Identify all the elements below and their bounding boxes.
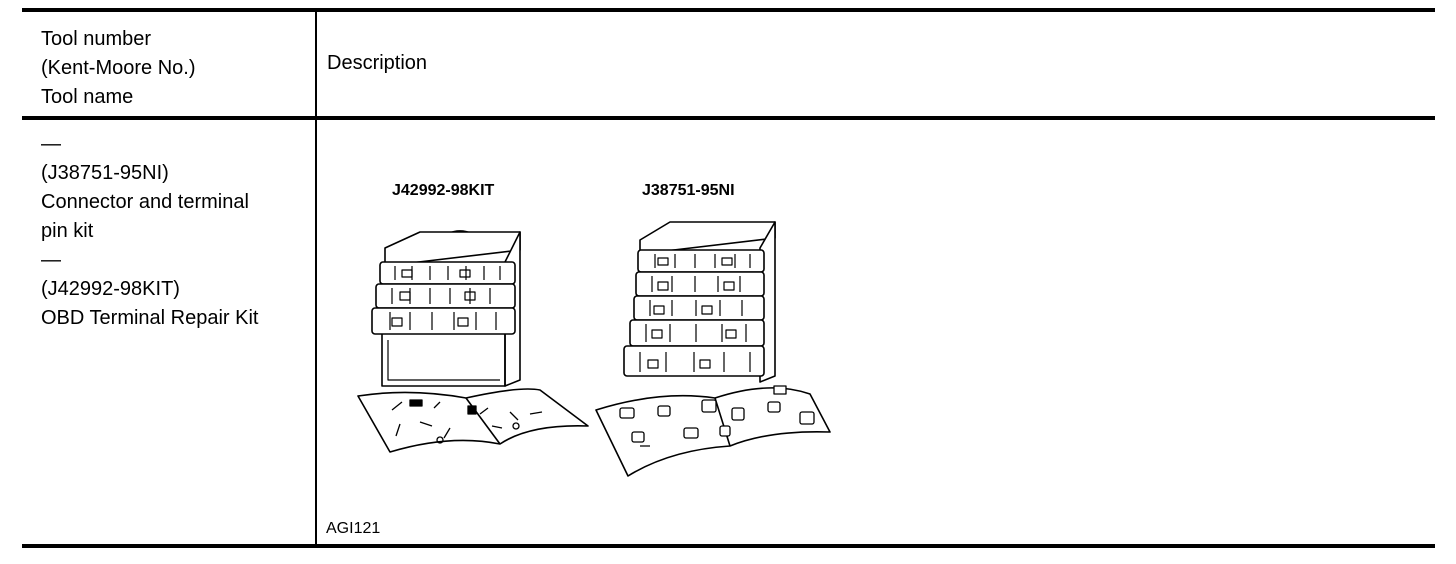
header-description: Description	[327, 52, 428, 74]
tool-name-2: OBD Terminal Repair Kit	[41, 307, 259, 329]
tool-name-line-2: pin kit	[41, 220, 94, 242]
terminal-repair-kit-manual	[357, 388, 589, 453]
tool-number-dash-2: —	[41, 249, 61, 271]
tool-name-line-1: Connector and terminal	[41, 191, 249, 213]
header-kent-moore-no: (Kent-Moore No.)	[41, 57, 196, 79]
figure-id: AGI121	[326, 520, 381, 537]
connector-pin-kit-manual	[595, 385, 831, 477]
connector-pin-kit-cabinet	[623, 221, 776, 383]
kent-moore-number: (J38751-95NI)	[41, 162, 169, 184]
figure-label-j38751: J38751-95NI	[642, 182, 735, 199]
column-divider	[315, 12, 317, 544]
header-tool-column: Tool number (Kent-Moore No.) Tool name	[41, 25, 196, 112]
terminal-kit-illustration	[357, 221, 831, 477]
tool-info-cell: — (J38751-95NI) Connector and terminal p…	[41, 130, 258, 333]
header-tool-name: Tool name	[41, 86, 134, 108]
header-tool-number: Tool number	[41, 28, 152, 50]
terminal-repair-kit-cabinet	[371, 230, 521, 387]
table-top-rule	[22, 8, 1435, 12]
figure-label-j42992: J42992-98KIT	[392, 182, 495, 199]
header-divider-rule	[22, 116, 1435, 120]
tool-number-dash: —	[41, 133, 61, 155]
kent-moore-number-2: (J42992-98KIT)	[41, 278, 180, 300]
table-bottom-rule	[22, 544, 1435, 548]
